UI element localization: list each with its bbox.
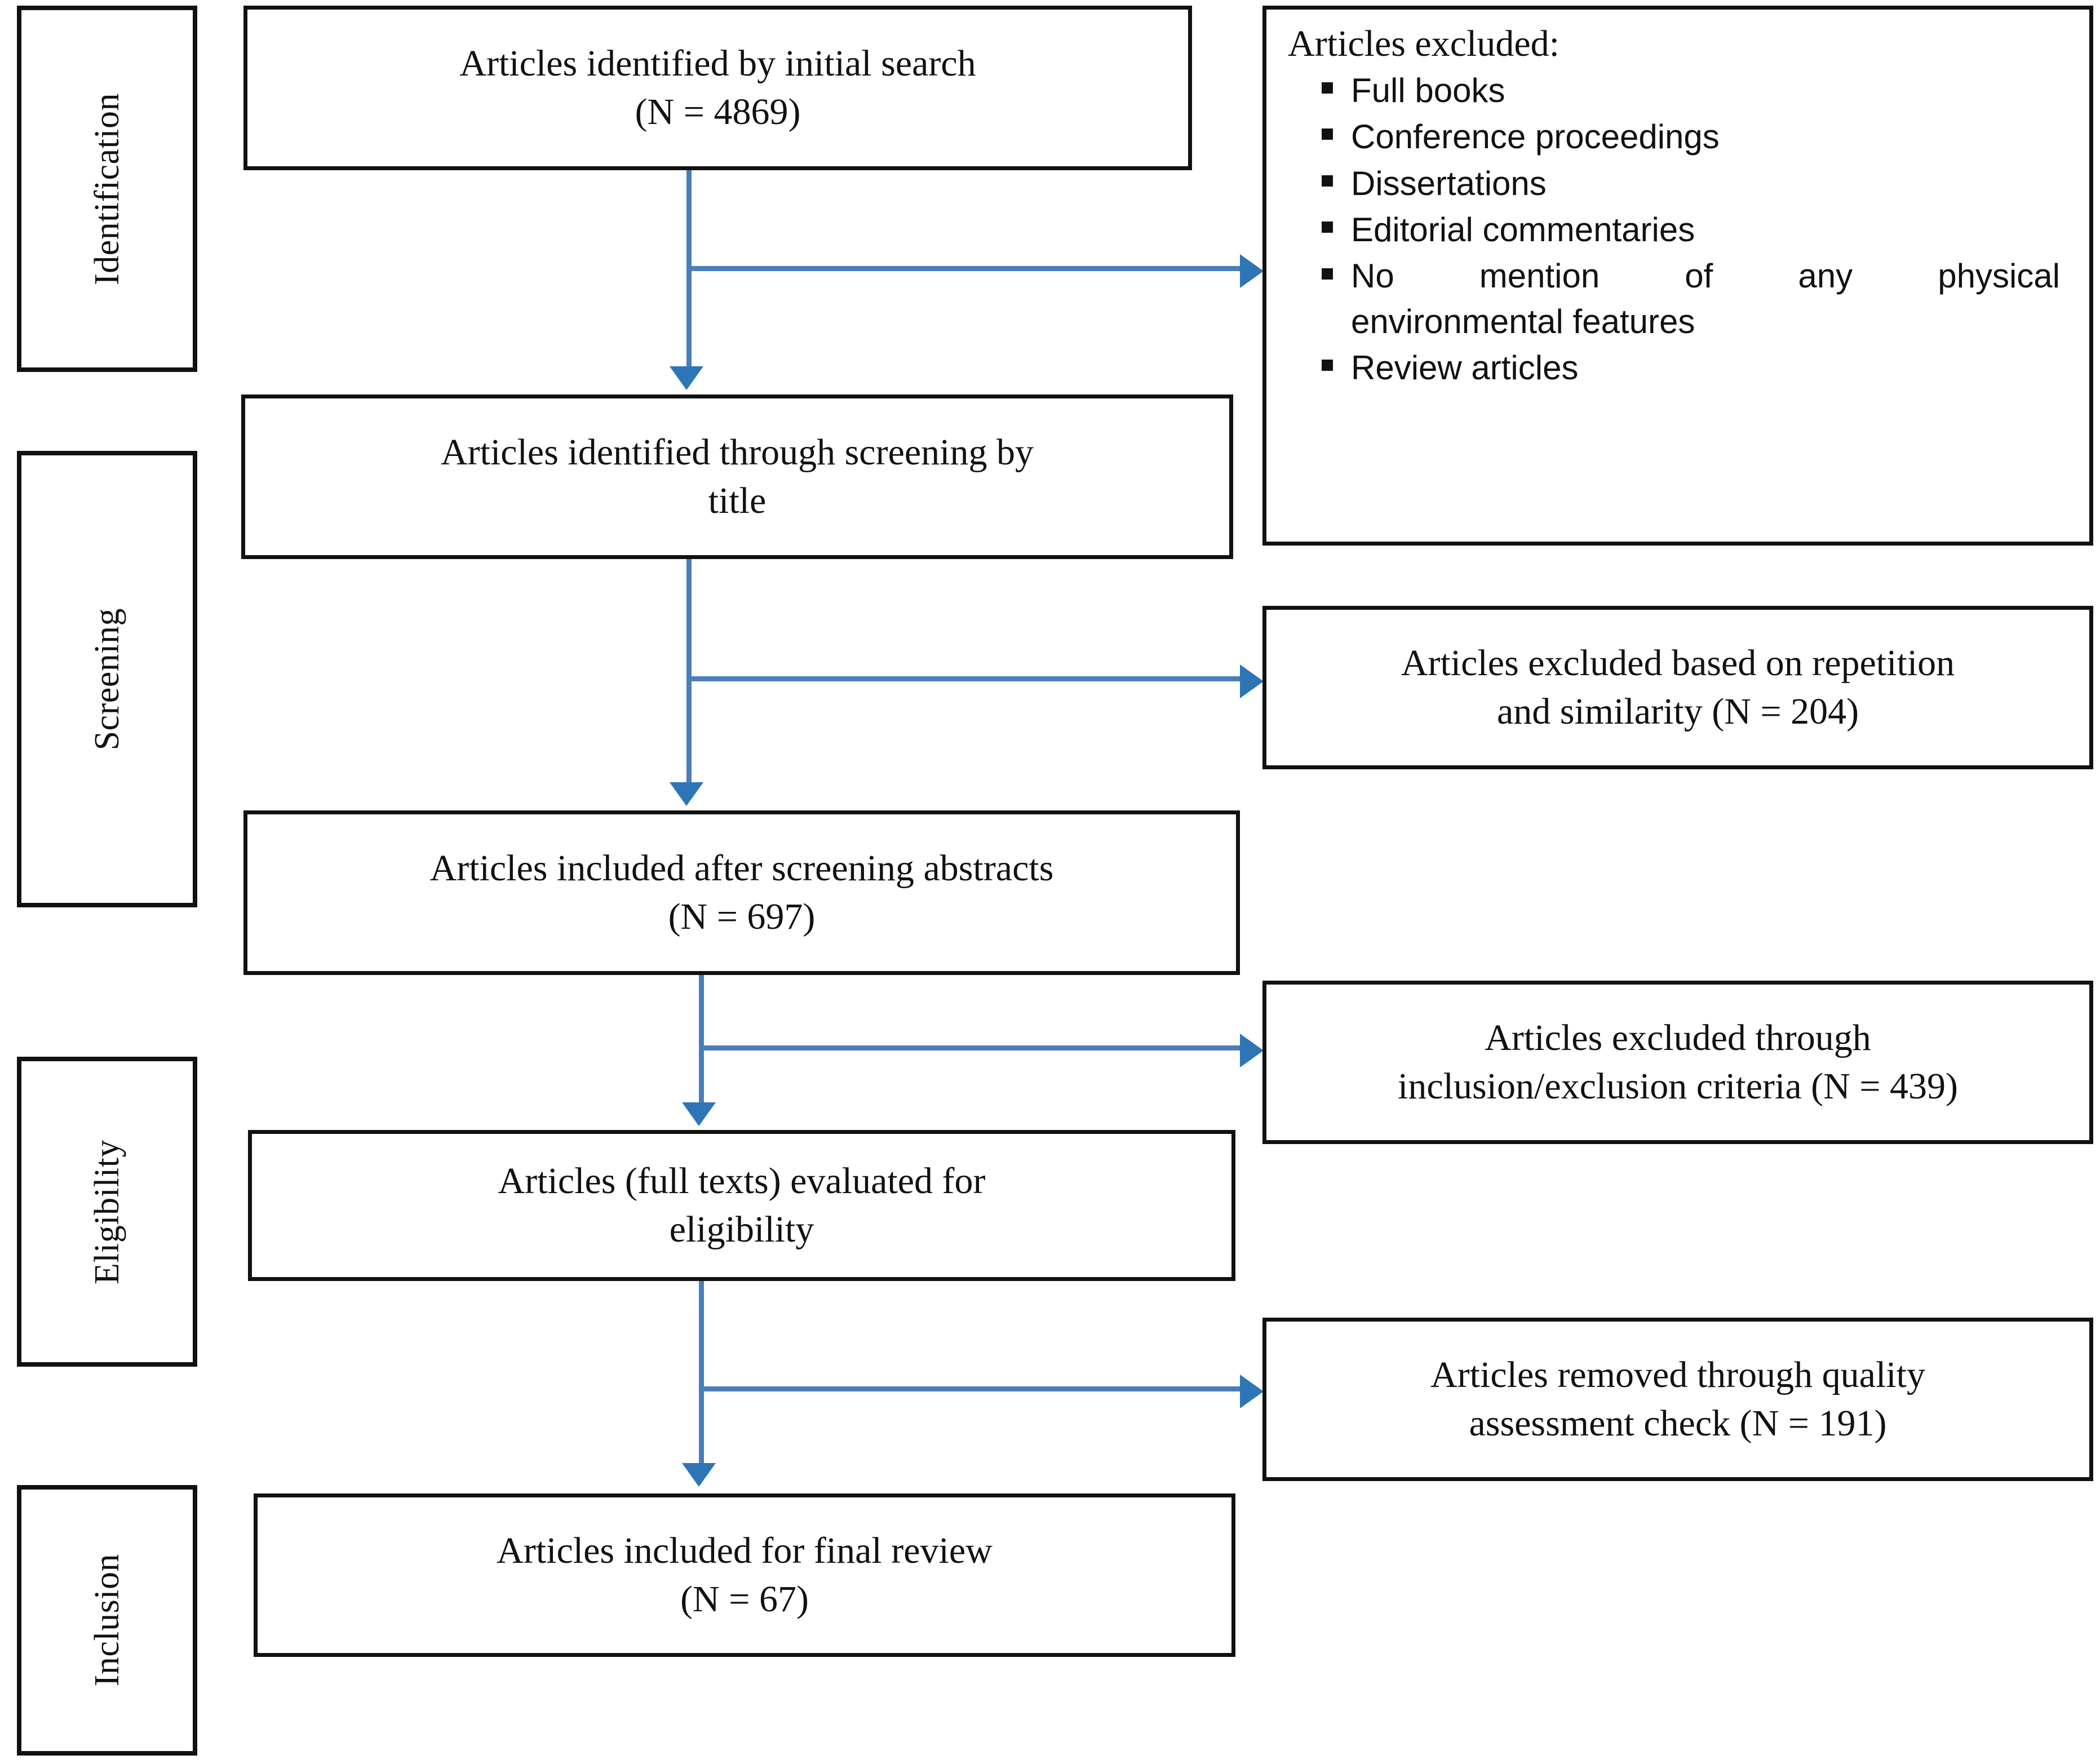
exclusion-list-item: Dissertations <box>1322 161 2060 206</box>
note-line-2: and similarity (N = 204) <box>1496 691 1859 732</box>
note-line-1: Articles removed through quality <box>1430 1354 1925 1396</box>
flow-line-1: Articles identified by initial search <box>459 43 976 85</box>
stage-box-screening: Screening <box>17 451 197 907</box>
flow-line-1: Articles identified through screening by <box>440 432 1034 473</box>
square-bullet-icon <box>1322 268 1333 280</box>
flow-box-full-text-eligibility-text: Articles (full texts) evaluated for elig… <box>484 1157 1000 1254</box>
flow-line-1: Articles (full texts) evaluated for <box>498 1160 986 1202</box>
flow-line-2: eligibility <box>669 1209 814 1250</box>
flow-line-1: Articles included after screening abstra… <box>429 848 1054 889</box>
stage-label-screening: Screening <box>88 608 126 751</box>
stage-box-identification: Identification <box>17 6 197 372</box>
exclusion-item-label: Conference proceedings <box>1351 118 1720 156</box>
exclusion-item-list: Full books Conference proceedings Disser… <box>1288 68 2070 391</box>
flow-line-2: (N = 67) <box>680 1579 809 1620</box>
flow-box-screening-abstracts-text: Articles included after screening abstra… <box>415 844 1069 941</box>
square-bullet-icon <box>1322 360 1333 371</box>
exclusion-item-label: Dissertations <box>1351 164 1547 202</box>
exclusion-list-item: Conference proceedings <box>1322 114 2060 159</box>
stage-box-eligibility: Eligibility <box>17 1057 197 1367</box>
exclusion-list-item: Review articles <box>1322 345 2060 391</box>
connector-horizontal-2 <box>686 676 1244 681</box>
square-bullet-icon <box>1322 82 1333 94</box>
flow-line-2: (N = 697) <box>668 896 816 937</box>
exclusion-item-label-line-b: environmental features <box>1351 302 1695 340</box>
flow-box-screening-abstracts: Articles included after screening abstra… <box>243 810 1240 975</box>
arrow-down-4 <box>682 1463 716 1487</box>
flow-line-2: title <box>708 480 767 521</box>
arrow-down-3 <box>682 1102 716 1126</box>
connector-horizontal-4 <box>699 1386 1244 1391</box>
stage-label-eligibility: Eligibility <box>88 1139 126 1284</box>
connector-vertical-2 <box>686 558 692 783</box>
flow-box-initial-search: Articles identified by initial search (N… <box>243 6 1192 170</box>
flow-box-final-review: Articles included for final review (N = … <box>254 1493 1235 1657</box>
arrow-right-2 <box>1240 664 1264 698</box>
flow-box-initial-search-text: Articles identified by initial search (N… <box>445 39 990 136</box>
stage-box-inclusion: Inclusion <box>17 1485 197 1756</box>
exclusion-item-label-line-a: No mention of any physical <box>1351 257 2060 295</box>
exclusion-item-label: Full books <box>1351 71 1505 109</box>
flow-box-screening-title-text: Articles identified through screening by… <box>426 428 1048 525</box>
exclusion-list-item: No mention of any physical environmental… <box>1322 254 2060 344</box>
note-box-repetition-similarity: Articles excluded based on repetition an… <box>1262 606 2093 769</box>
arrow-right-1 <box>1240 254 1264 288</box>
exclusion-criteria-box: Articles excluded: Full books Conference… <box>1262 6 2093 546</box>
flow-box-screening-title: Articles identified through screening by… <box>241 395 1233 559</box>
flow-line-2: (N = 4869) <box>635 91 801 132</box>
square-bullet-icon <box>1322 128 1333 140</box>
note-box-inclusion-exclusion-criteria: Articles excluded through inclusion/excl… <box>1262 981 2093 1144</box>
connector-horizontal-3 <box>699 1045 1244 1051</box>
flow-line-1: Articles included for final review <box>497 1530 993 1572</box>
stage-label-identification: Identification <box>88 92 126 285</box>
connector-vertical-3 <box>699 975 704 1105</box>
arrow-right-3 <box>1240 1034 1264 1067</box>
note-box-inclusion-exclusion-criteria-text: Articles excluded through inclusion/excl… <box>1375 1014 1981 1111</box>
arrow-down-1 <box>670 366 703 390</box>
square-bullet-icon <box>1322 221 1333 233</box>
note-box-quality-assessment: Articles removed through quality assessm… <box>1262 1318 2093 1481</box>
flow-box-final-review-text: Articles included for final review (N = … <box>482 1527 1007 1624</box>
note-line-1: Articles excluded through <box>1485 1017 1871 1059</box>
note-box-repetition-similarity-text: Articles excluded based on repetition an… <box>1379 639 1977 736</box>
connector-horizontal-1 <box>686 266 1244 271</box>
exclusion-box-title: Articles excluded: <box>1288 23 1560 64</box>
arrow-right-4 <box>1240 1375 1264 1408</box>
flow-box-full-text-eligibility: Articles (full texts) evaluated for elig… <box>248 1130 1235 1281</box>
exclusion-list-item: Editorial commentaries <box>1322 207 2060 252</box>
exclusion-item-label: No mention of any physical environmental… <box>1351 254 2060 344</box>
note-box-quality-assessment-text: Articles removed through quality assessm… <box>1408 1351 1948 1448</box>
exclusion-item-label: Review articles <box>1351 349 1579 387</box>
stage-label-inclusion: Inclusion <box>88 1554 126 1687</box>
note-line-2: assessment check (N = 191) <box>1469 1403 1887 1444</box>
note-line-2: inclusion/exclusion criteria (N = 439) <box>1398 1066 1958 1107</box>
square-bullet-icon <box>1322 175 1333 187</box>
exclusion-list-item: Full books <box>1322 68 2060 113</box>
connector-vertical-4 <box>699 1279 704 1465</box>
note-line-1: Articles excluded based on repetition <box>1401 642 1955 684</box>
arrow-down-2 <box>670 782 703 806</box>
exclusion-item-label: Editorial commentaries <box>1351 211 1695 249</box>
